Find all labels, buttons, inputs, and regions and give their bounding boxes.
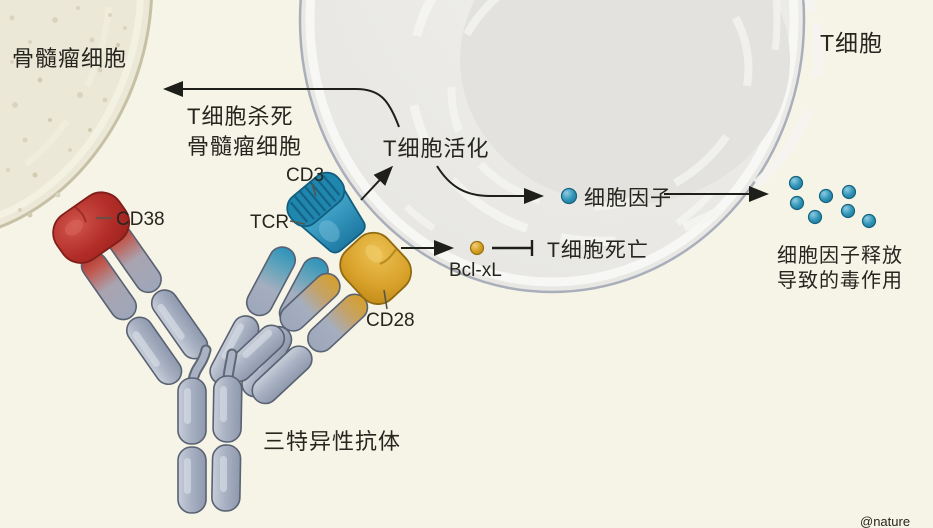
- trispecific-antibody: [52, 171, 412, 514]
- toxicity-label-line1: 细胞因子释放: [777, 244, 903, 267]
- antibody-label: 三特异性抗体: [263, 429, 401, 454]
- antibody-arm-cd28: [225, 231, 412, 405]
- antibody-fc-stem: [177, 375, 243, 514]
- t-cell-death-label: T细胞死亡: [547, 239, 649, 262]
- pathway-arrows: [163, 81, 769, 256]
- activation-arrow: [360, 165, 394, 201]
- cd38-binding-domain: [52, 191, 131, 264]
- cytokine-label: 细胞因子: [584, 187, 672, 210]
- kill-label-line2: 骨髓瘤细胞: [187, 134, 302, 159]
- cd3-label: CD3: [286, 165, 324, 186]
- bclxl-dot: [469, 240, 485, 256]
- myeloma-cell: [0, 0, 154, 240]
- released-cytokine-cluster: [788, 175, 877, 229]
- kill-arrow: [163, 81, 400, 128]
- myeloma-speckles: [6, 6, 127, 218]
- cytokine-dot: [560, 187, 578, 205]
- tcr-cd3-complex: [286, 171, 366, 254]
- tcr-label: TCR: [250, 212, 289, 233]
- watermark: @nature: [860, 514, 910, 528]
- inhibition-bar: [492, 240, 534, 256]
- toxicity-label-line2: 导致的毒作用: [777, 269, 903, 292]
- cd38-label: CD38: [116, 209, 165, 230]
- antibody-arm-cd38: [52, 191, 209, 386]
- kill-label-line1: T细胞杀死: [187, 104, 293, 129]
- activation-label: T细胞活化: [383, 136, 489, 161]
- t-cell: [298, 0, 824, 294]
- cd28-label: CD28: [366, 310, 415, 331]
- t-cell-label: T细胞: [820, 30, 883, 56]
- myeloma-cell-label: 骨髓瘤细胞: [12, 46, 127, 71]
- bclxl-label: Bcl-xL: [449, 260, 502, 281]
- cytokine-arrow: [436, 165, 544, 204]
- label-connectors: [96, 183, 388, 310]
- cd28-receptor: [339, 231, 412, 305]
